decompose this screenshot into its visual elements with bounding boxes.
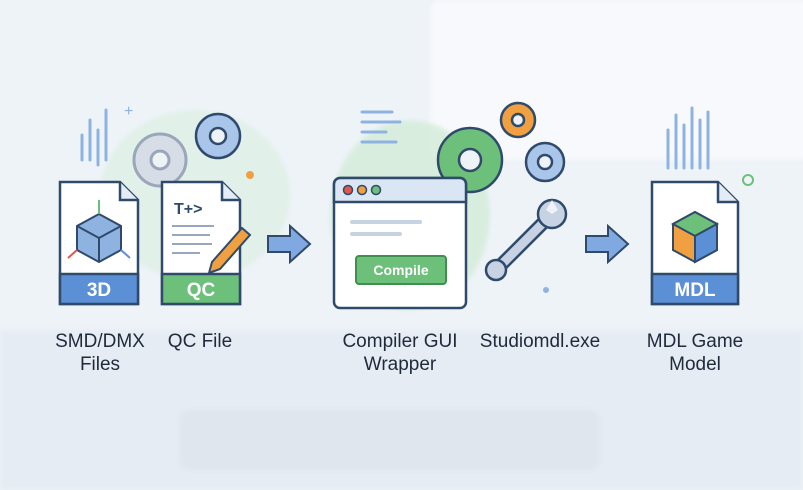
sparkle-icon	[246, 171, 254, 179]
mdl-badge: MDL	[674, 280, 716, 301]
smd-label: SMD/DMX Files	[25, 330, 175, 376]
qc-doc-text: T+>	[174, 201, 202, 218]
mdl-label-line2: Model	[669, 354, 721, 375]
compiler-label-line2: Wrapper	[363, 354, 437, 375]
sparkle-icon	[543, 287, 549, 293]
gear-icon	[524, 141, 566, 183]
mdl-file-icon	[650, 180, 740, 306]
pencil-icon	[207, 226, 252, 275]
blurred-monitor	[430, 0, 803, 160]
cube-icon	[67, 200, 131, 264]
studiomdl-label: Studiomdl.exe	[465, 330, 615, 353]
gear-icon	[436, 126, 504, 194]
compiler-label: Compiler GUI Wrapper	[325, 330, 475, 376]
arrow-right-icon	[585, 223, 630, 265]
arrow-right-icon	[267, 223, 312, 265]
mdl-label-line1: MDL Game	[646, 331, 744, 352]
qc-file-icon	[160, 180, 252, 306]
window-dots-icon	[342, 184, 382, 196]
blurred-keyboard	[180, 410, 600, 470]
gear-icon	[132, 132, 188, 188]
smd-label-line1: SMD/DMX	[55, 331, 145, 352]
qc-label: QC File	[140, 330, 260, 353]
smd-file-icon	[58, 180, 140, 306]
smd-badge: 3D	[87, 280, 111, 301]
compiler-label-line1: Compiler GUI	[342, 331, 458, 352]
mdl-label: MDL Game Model	[620, 330, 770, 376]
gear-icon	[499, 101, 537, 139]
smd-label-line2: Files	[79, 354, 121, 375]
compile-button[interactable]: Compile	[355, 255, 447, 285]
studiomdl-label-line1: Studiomdl.exe	[479, 331, 601, 352]
plus-icon: +	[124, 103, 133, 120]
qc-label-line1: QC File	[167, 331, 233, 352]
sparkle-icon	[742, 174, 754, 186]
qc-badge: QC	[187, 280, 216, 301]
cube-icon	[670, 210, 720, 264]
code-lines-icon	[80, 106, 710, 170]
gear-icon	[194, 112, 242, 160]
compiler-window	[332, 176, 468, 310]
wrench-icon	[484, 198, 568, 282]
